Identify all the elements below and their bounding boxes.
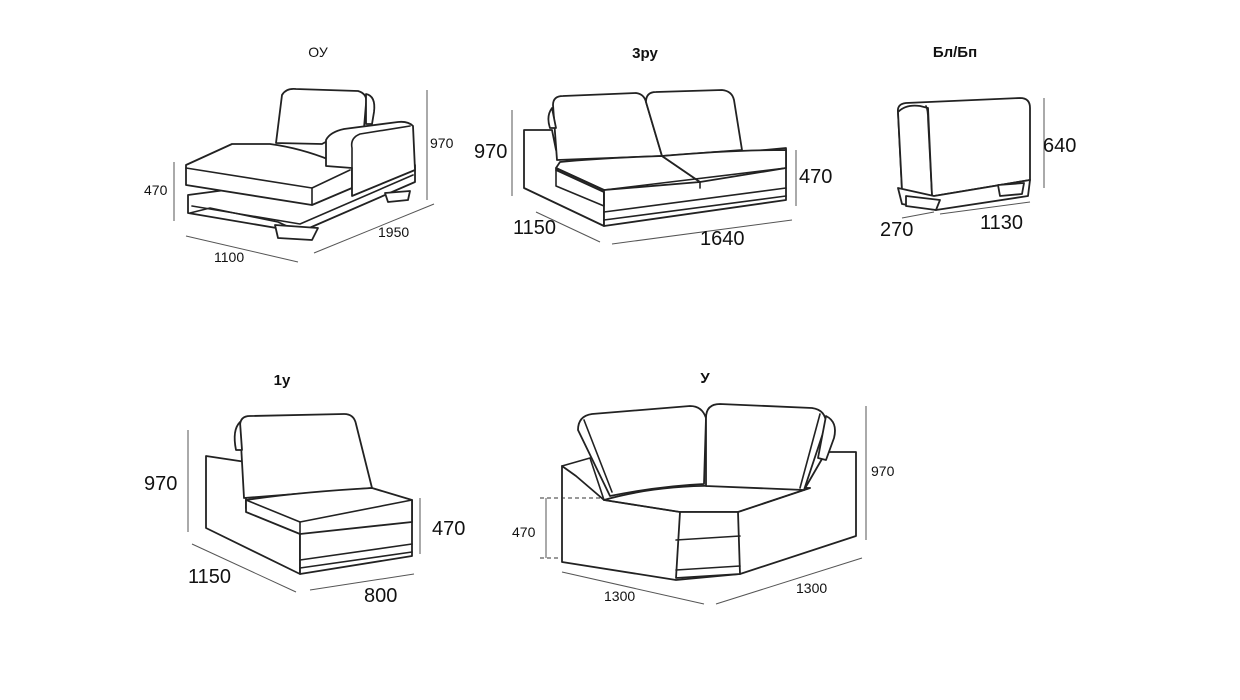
module-1u-seat-height-label: 470 xyxy=(432,518,465,540)
module-3ru-width-line xyxy=(611,219,793,245)
module-ou-height-label: 970 xyxy=(430,135,454,151)
module-ou-depth-line xyxy=(185,235,299,263)
module-u-drawing xyxy=(561,403,857,581)
module-u: У 970 470 1300 1300 xyxy=(512,370,895,605)
module-3ru-depth-line xyxy=(535,211,601,243)
module-bl-drawing xyxy=(897,97,1031,211)
module-u-height-label: 970 xyxy=(871,463,895,479)
module-1u-depth-line xyxy=(191,543,297,593)
module-1u-height-label: 970 xyxy=(144,473,177,495)
module-1u-depth-label: 1150 xyxy=(188,566,231,588)
module-u-seat-height-label: 470 xyxy=(512,524,536,540)
module-ou-width-line xyxy=(313,203,435,254)
module-u-right-depth-line xyxy=(715,557,863,605)
module-u-right-depth-label: 1300 xyxy=(796,580,827,596)
module-3ru: 3ру 970 470 1150 1640 xyxy=(474,45,832,250)
module-ou-depth-label: 1100 xyxy=(214,249,244,265)
module-bl-depth-line xyxy=(901,211,935,219)
module-u-left-depth-label: 1300 xyxy=(604,588,635,604)
module-1u-title: 1у xyxy=(274,372,291,389)
module-3ru-width-label: 1640 xyxy=(700,228,745,250)
module-3ru-drawing xyxy=(523,89,787,227)
module-u-title: У xyxy=(700,370,710,387)
module-bl-height-label: 640 xyxy=(1043,135,1076,157)
module-ou-drawing xyxy=(185,87,416,241)
module-bl-depth-label: 270 xyxy=(880,219,913,241)
module-ou-title: ОУ xyxy=(308,44,328,60)
module-ou: ОУ 970 470 1100 1950 xyxy=(144,44,454,265)
module-bl: Бл/Бп 640 270 1130 xyxy=(880,44,1076,241)
module-ou-width-label: 1950 xyxy=(378,224,409,240)
module-3ru-seat-height-label: 470 xyxy=(799,166,832,188)
module-u-left-depth-line xyxy=(561,571,705,605)
module-3ru-title: 3ру xyxy=(632,45,658,62)
module-bl-width-label: 1130 xyxy=(980,212,1023,234)
module-1u: 1у 970 470 1150 800 xyxy=(144,372,465,607)
module-ou-seat-height-label: 470 xyxy=(144,182,168,198)
module-3ru-depth-label: 1150 xyxy=(513,217,556,239)
module-1u-width-label: 800 xyxy=(364,585,397,607)
module-1u-width-line xyxy=(309,573,415,591)
module-3ru-height-label: 970 xyxy=(474,141,507,163)
module-1u-drawing xyxy=(205,413,413,575)
module-bl-title: Бл/Бп xyxy=(933,44,977,61)
module-bl-width-line xyxy=(939,201,1031,215)
